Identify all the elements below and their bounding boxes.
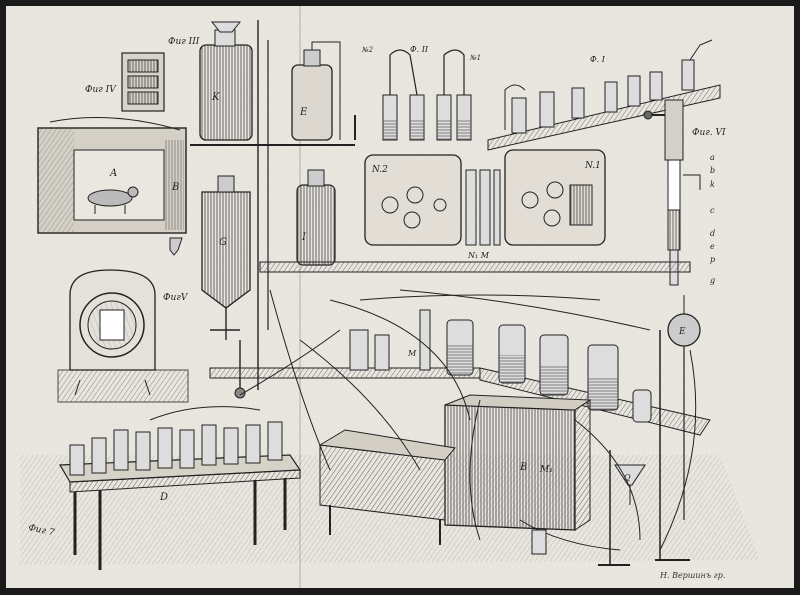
label-G: G [219, 237, 227, 248]
label-M: M [407, 349, 417, 358]
fig6-lbl-e: e [710, 242, 715, 251]
label-A: A [109, 168, 117, 179]
globe-E [655, 295, 701, 561]
left-lower-shelf [209, 367, 481, 379]
fig6-lbl-a: a [710, 153, 715, 162]
fig3-label: Фиг III [168, 37, 200, 47]
fig1-label: Ф. I [590, 55, 606, 64]
bottle-row-d [349, 319, 652, 423]
small-bottle [531, 529, 547, 555]
fig6-label: Фиг. VI [692, 128, 726, 138]
fig6-lbl-k: k [710, 180, 715, 189]
manometer-N1M [465, 169, 501, 246]
label-N1M: N₁ M [467, 251, 490, 260]
fig2-no1: №1 [469, 54, 481, 62]
reservoir-G [201, 175, 251, 399]
fig2-label: Ф. II [410, 45, 429, 54]
fig4-label: Фиг IV [85, 85, 117, 95]
label-M1: M₁ [539, 465, 553, 475]
bell-jar-N1 [504, 149, 606, 246]
label-D: D [159, 492, 168, 503]
label-globe-E: E [678, 327, 686, 337]
fig6-lbl-b: b [710, 166, 715, 175]
funnel-Q [598, 450, 646, 566]
label-E: E [299, 107, 308, 118]
engraver-signature: Н. Вершинъ гр. [659, 571, 725, 580]
fig4-drawer-stack [121, 52, 165, 112]
manometer-M [419, 309, 431, 371]
label-K: K [211, 92, 220, 103]
coil-stand [318, 429, 456, 545]
label-N1: N.1 [584, 161, 601, 171]
label-B: B [171, 182, 179, 193]
fig3-bottle-K [190, 21, 275, 146]
bell-jar-N2 [364, 154, 462, 246]
fig6-lbl-c: c [710, 206, 715, 215]
fig5-bell-jar [57, 269, 189, 403]
crate-B [444, 394, 592, 531]
label-Q: Q [624, 473, 631, 482]
fig6-lbl-d: d [710, 229, 715, 238]
fig6-lbl-p: p [710, 255, 715, 264]
bottle-I [296, 169, 336, 266]
bottle-E [275, 41, 355, 146]
label-B-crate: B [519, 462, 527, 473]
tubing-network [149, 289, 697, 551]
fig5-label: ФигV [163, 293, 189, 303]
central-shelf [259, 261, 691, 273]
table-bottles [69, 421, 283, 476]
label-N2: N.2 [371, 165, 388, 175]
fig2-tubes [354, 49, 472, 141]
animal-cage [37, 117, 187, 256]
fig1-shelf [487, 39, 721, 151]
label-I: I [301, 232, 307, 243]
fig2-no2: №2 [361, 46, 374, 54]
fig6-lbl-g: g [710, 276, 715, 285]
